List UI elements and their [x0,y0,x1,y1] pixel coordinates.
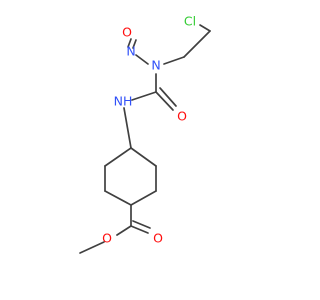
bond-c-o-double-1 [155,91,174,111]
bond-ch2-ch2 [183,30,211,58]
bond-nh-ring [123,107,132,149]
bond-o-methyl [79,241,105,254]
bond-n-o-double-1 [127,38,132,48]
ring-bond-1 [130,147,157,167]
carbonyl-oxygen-label: O [177,109,187,124]
bond-n-ch2 [163,56,185,65]
amide-nitrogen-label: N [126,44,135,59]
atom-labels: Cl N O N O NH O O [102,14,196,246]
bonds [79,24,211,254]
ring-bond-6 [104,147,132,167]
bond-ester-c-o [116,225,132,236]
bond-ester-c-o-double-1 [130,225,149,234]
bond-n-o-double-2 [132,39,137,49]
bond-ch2-cl [199,24,211,32]
nitroso-nitrogen-label: N [151,58,160,73]
ester-oxygen-label: O [102,231,112,246]
chlorine-atom-label: Cl [184,14,196,29]
ring-bond-3 [130,190,157,206]
bond-c-nh [131,91,157,101]
bond-c-o-double-2 [159,87,177,107]
bond-n-n [135,54,149,65]
ring-bond-4 [104,190,132,206]
bond-ester-c-o-double-2 [132,220,151,229]
nh-label: NH [114,94,133,109]
molecule-structure-diagram: Cl N O N O NH O O [79,14,211,254]
nitroso-oxygen-label: O [122,25,132,40]
ester-carbonyl-oxygen-label: O [153,231,163,246]
